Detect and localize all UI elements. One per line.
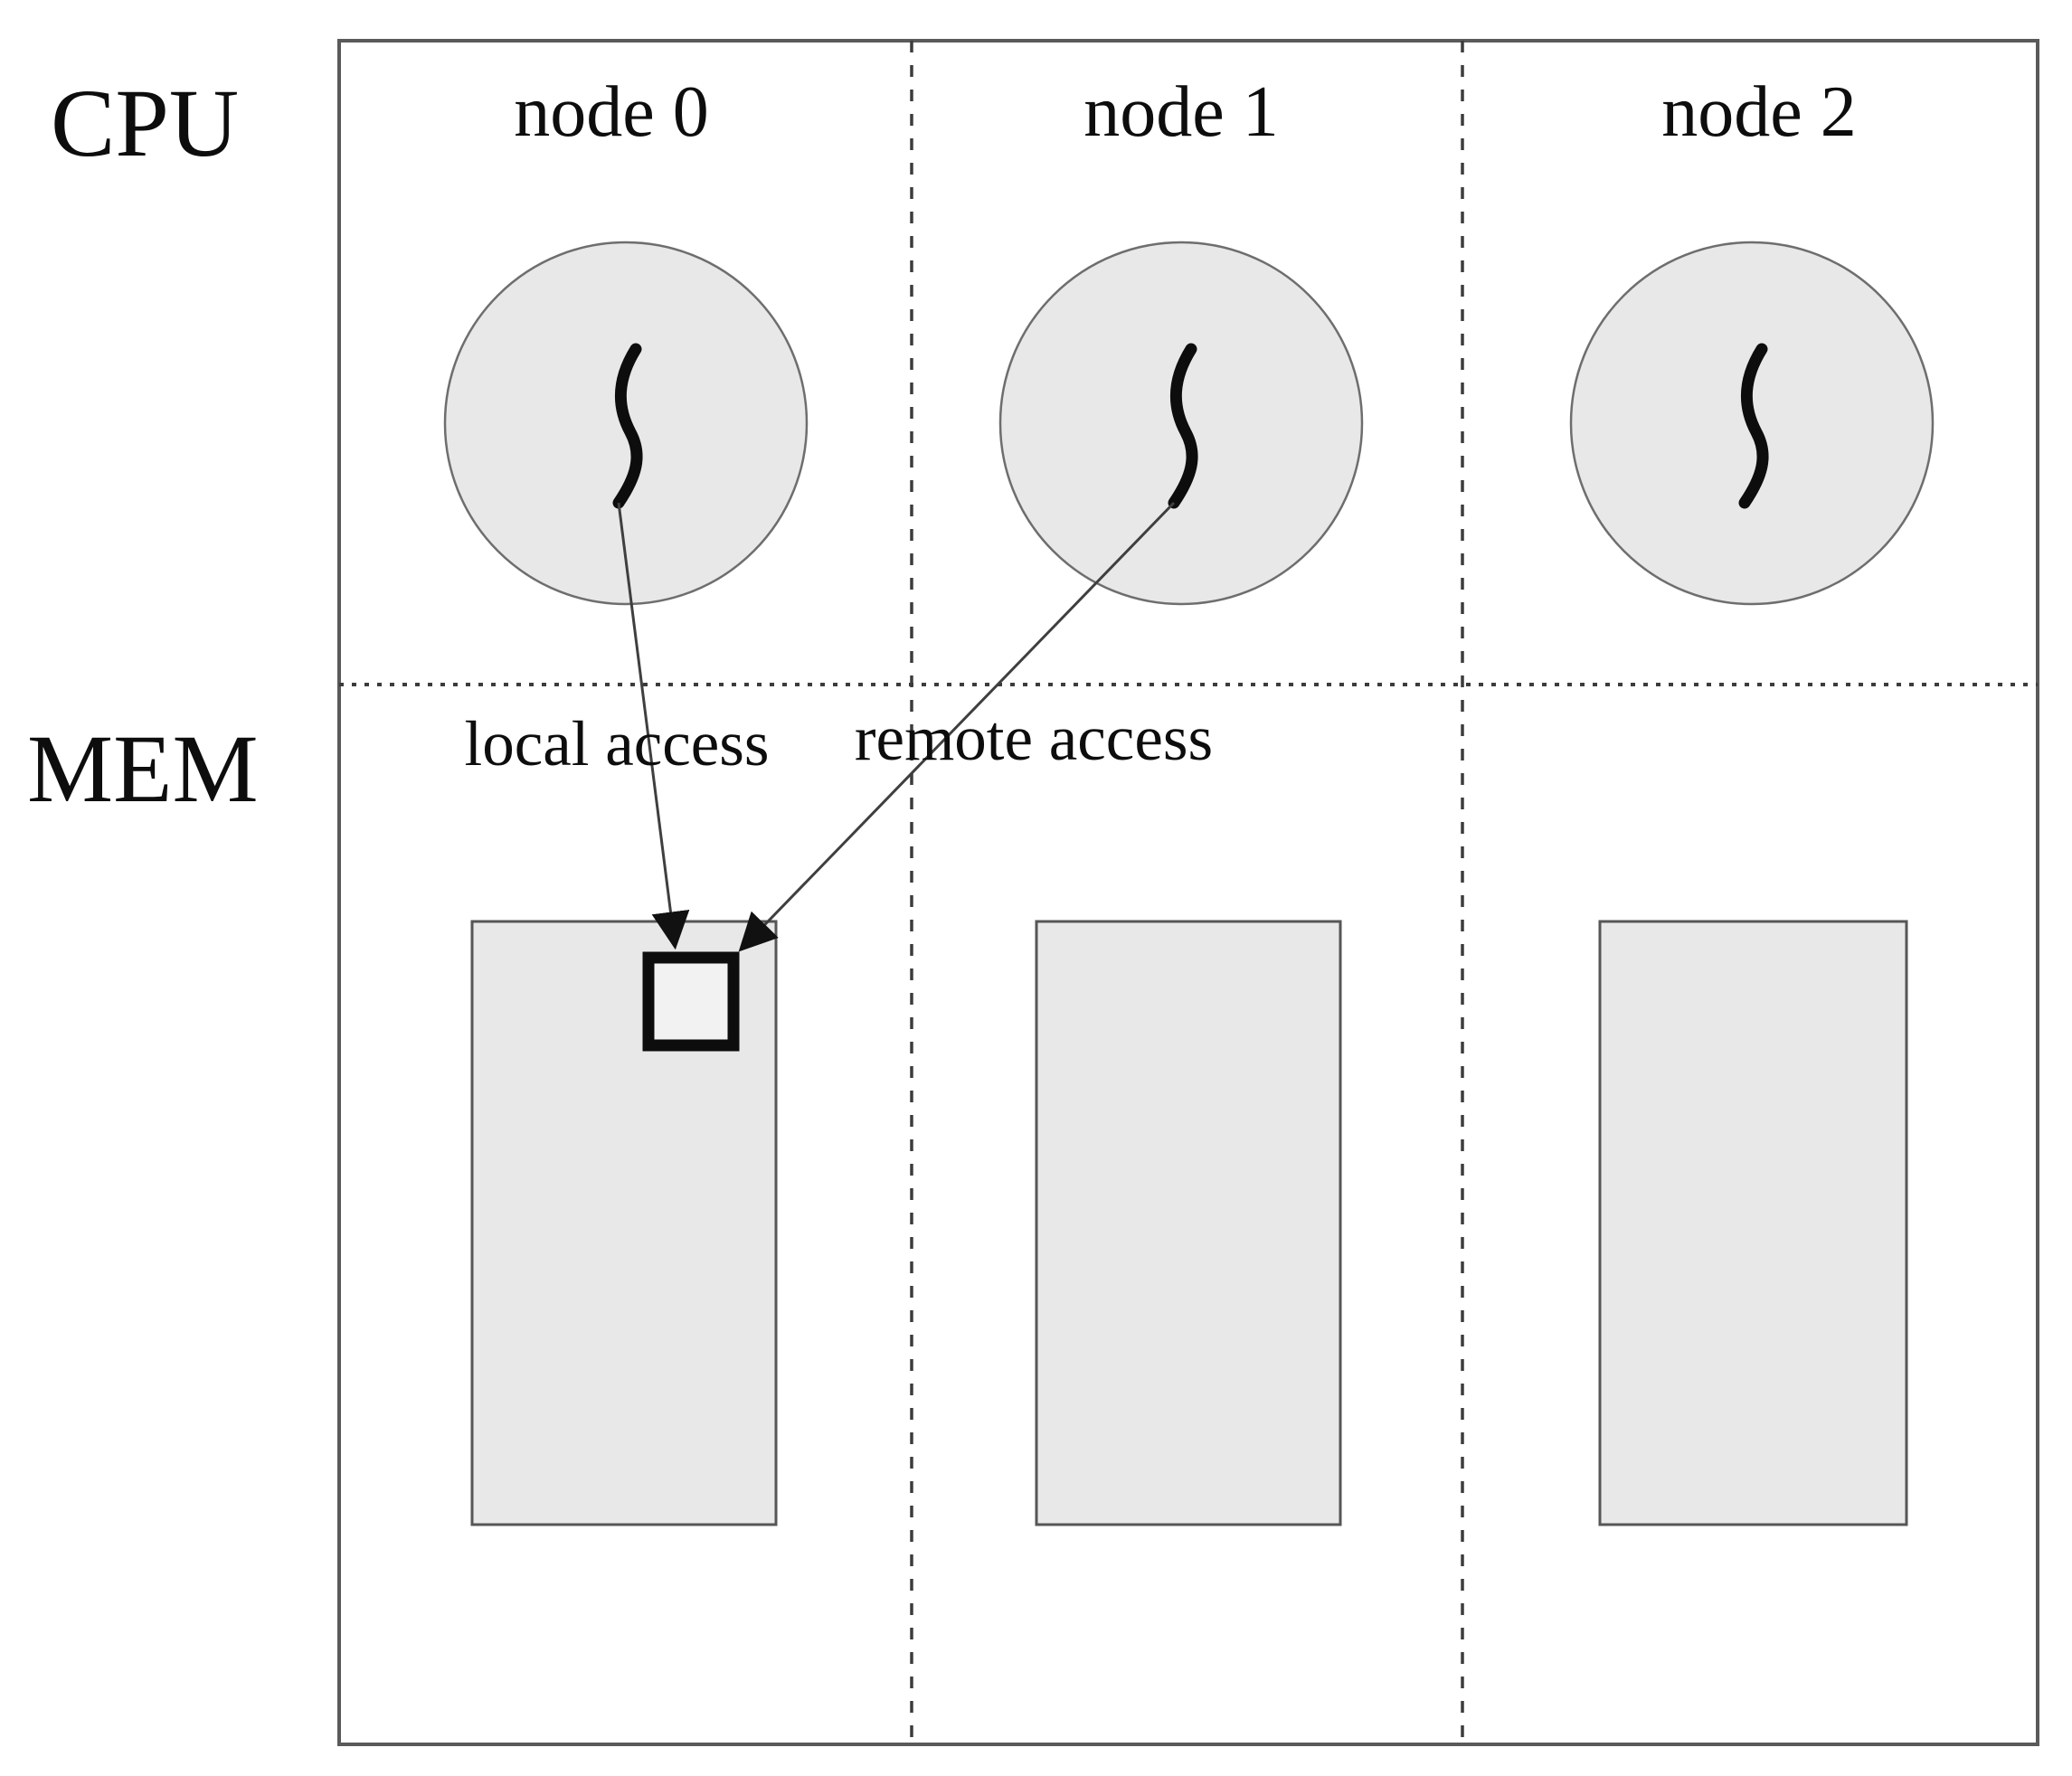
remote-access-label: remote access [855, 704, 1213, 774]
node-2-label: node 2 [1661, 72, 1857, 152]
diagram-frame [337, 39, 2039, 1746]
memory-page-square [642, 951, 740, 1052]
mem-row-label: MEM [27, 716, 259, 823]
local-access-label: local access [464, 709, 769, 779]
memory-block-node-2 [1598, 920, 1908, 1526]
memory-block-node-1 [1035, 920, 1342, 1526]
remote-access-arrow [738, 501, 1176, 952]
node-1-label: node 1 [1083, 72, 1279, 152]
cpu-row-label: CPU [51, 71, 239, 177]
local-access-arrow [617, 502, 690, 950]
node-0-label: node 0 [514, 72, 709, 152]
